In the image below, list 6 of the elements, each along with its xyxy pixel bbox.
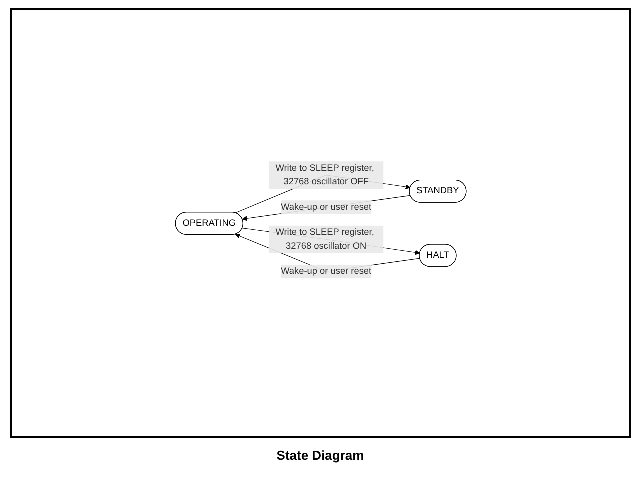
caption: State Diagram — [276, 448, 366, 463]
edge-label: Wake-up or user reset — [280, 266, 372, 277]
edge-label: Write to SLEEP register, 32768 oscillator ON — [275, 228, 374, 252]
edge-label: Wake-up or user reset — [280, 202, 372, 212]
diagram-frame: Write to SLEEP register, 32768 oscillator OFF Wake-up or user reset Write to SLEEP register, 32768 oscillator ON Wake-up or user reset OPERATING STANDBY HALT — [10, 8, 631, 438]
edge-label: Write to SLEEP register, 32768 oscillator OFF — [275, 164, 374, 188]
